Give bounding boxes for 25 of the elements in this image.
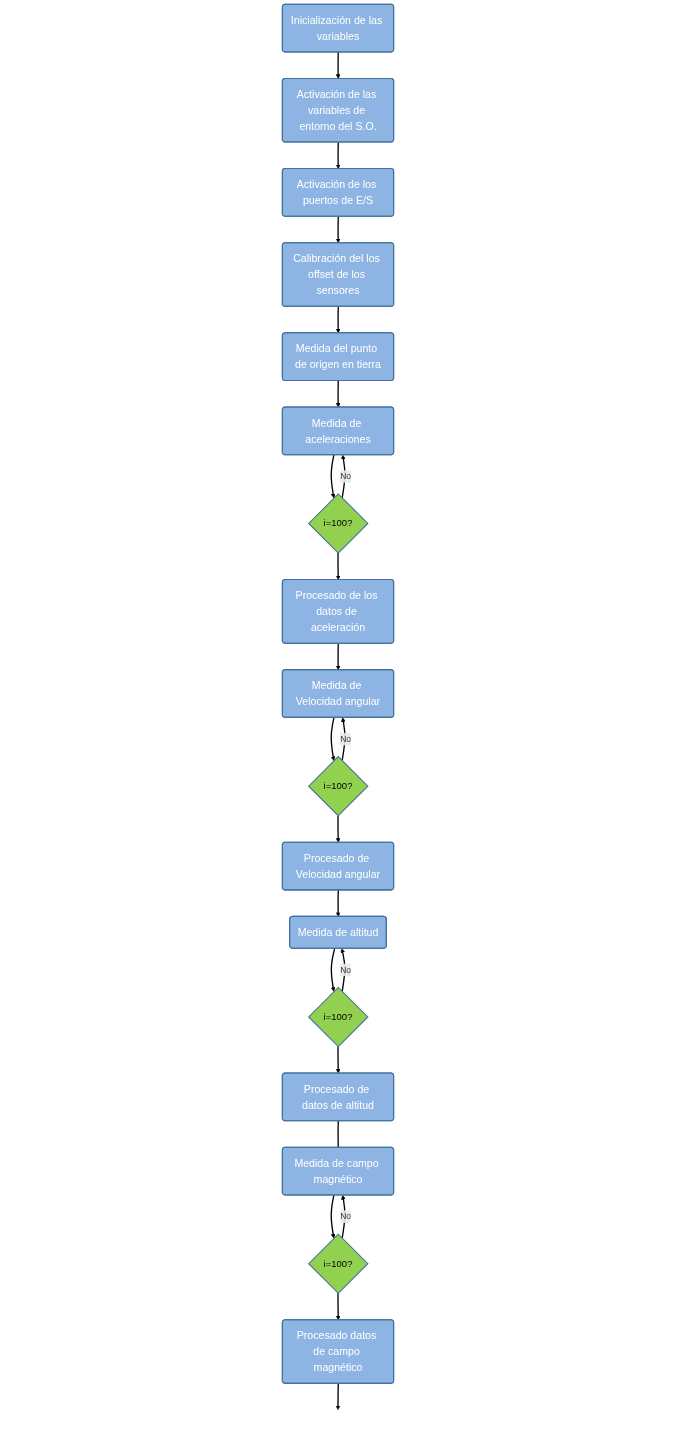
connector [336,1120,339,1149]
arrow [335,215,340,244]
edge-label: No [339,965,351,975]
arrow [335,815,340,843]
arrow [330,716,335,761]
edge-label: No [339,734,351,744]
node-diamond: i=100? [307,986,369,1048]
arrow [330,947,335,992]
node-diamond: i=100? [307,755,369,817]
arrow [335,380,340,408]
arrow [330,1194,335,1239]
node-diamond: i=100? [307,1233,369,1294]
arrow [335,141,340,169]
arrow [335,1382,340,1411]
arrow [335,552,340,581]
arrow [335,1045,340,1074]
edge-label: No [339,1211,351,1221]
arrow [335,889,340,917]
arrow [335,51,340,79]
arrow [335,1292,340,1321]
arrow [330,454,335,499]
edge-label: No [339,471,351,481]
arrow [335,305,340,334]
arrow [335,642,340,671]
node-diamond: i=100? [307,493,369,554]
